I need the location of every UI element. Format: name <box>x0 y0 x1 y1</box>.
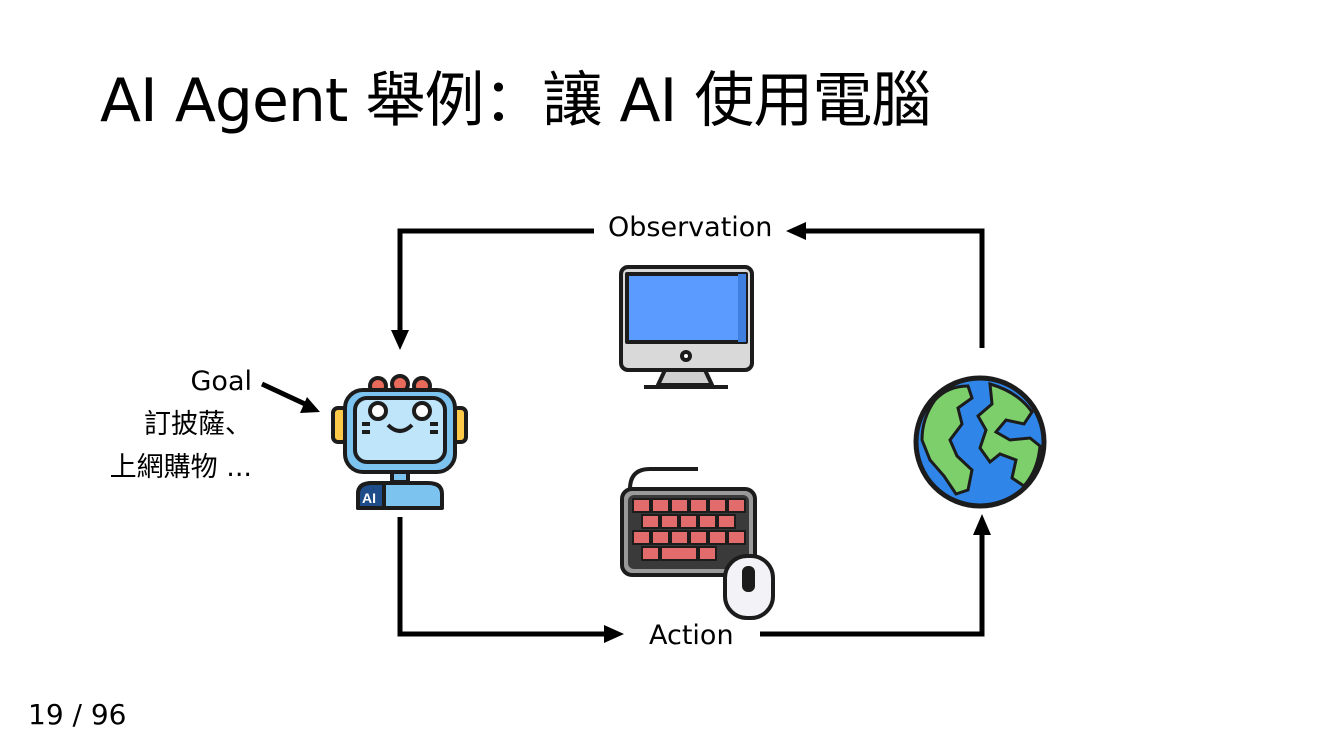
goal-text-block: Goal 訂披薩、 上網購物 ... <box>110 360 252 489</box>
goal-title: Goal <box>190 366 253 397</box>
globe-icon <box>913 375 1047 509</box>
slide-title: AI Agent 舉例：讓 AI 使用電腦 <box>100 66 931 136</box>
action-arrow <box>397 514 991 643</box>
observation-arrow <box>391 222 985 350</box>
mouse-icon <box>723 554 775 620</box>
robot-agent-icon <box>331 374 468 510</box>
keyboard-icon <box>620 467 757 577</box>
action-label: Action <box>645 622 738 649</box>
observation-label: Observation <box>604 214 777 241</box>
agent-badge: AI <box>362 490 376 506</box>
goal-example-line: 上網購物 ... <box>109 452 252 483</box>
goal-arrow <box>260 381 320 413</box>
goal-example-line: 訂披薩、 <box>144 409 252 440</box>
monitor-icon <box>619 265 754 389</box>
page-number: 19 / 96 <box>28 698 127 731</box>
